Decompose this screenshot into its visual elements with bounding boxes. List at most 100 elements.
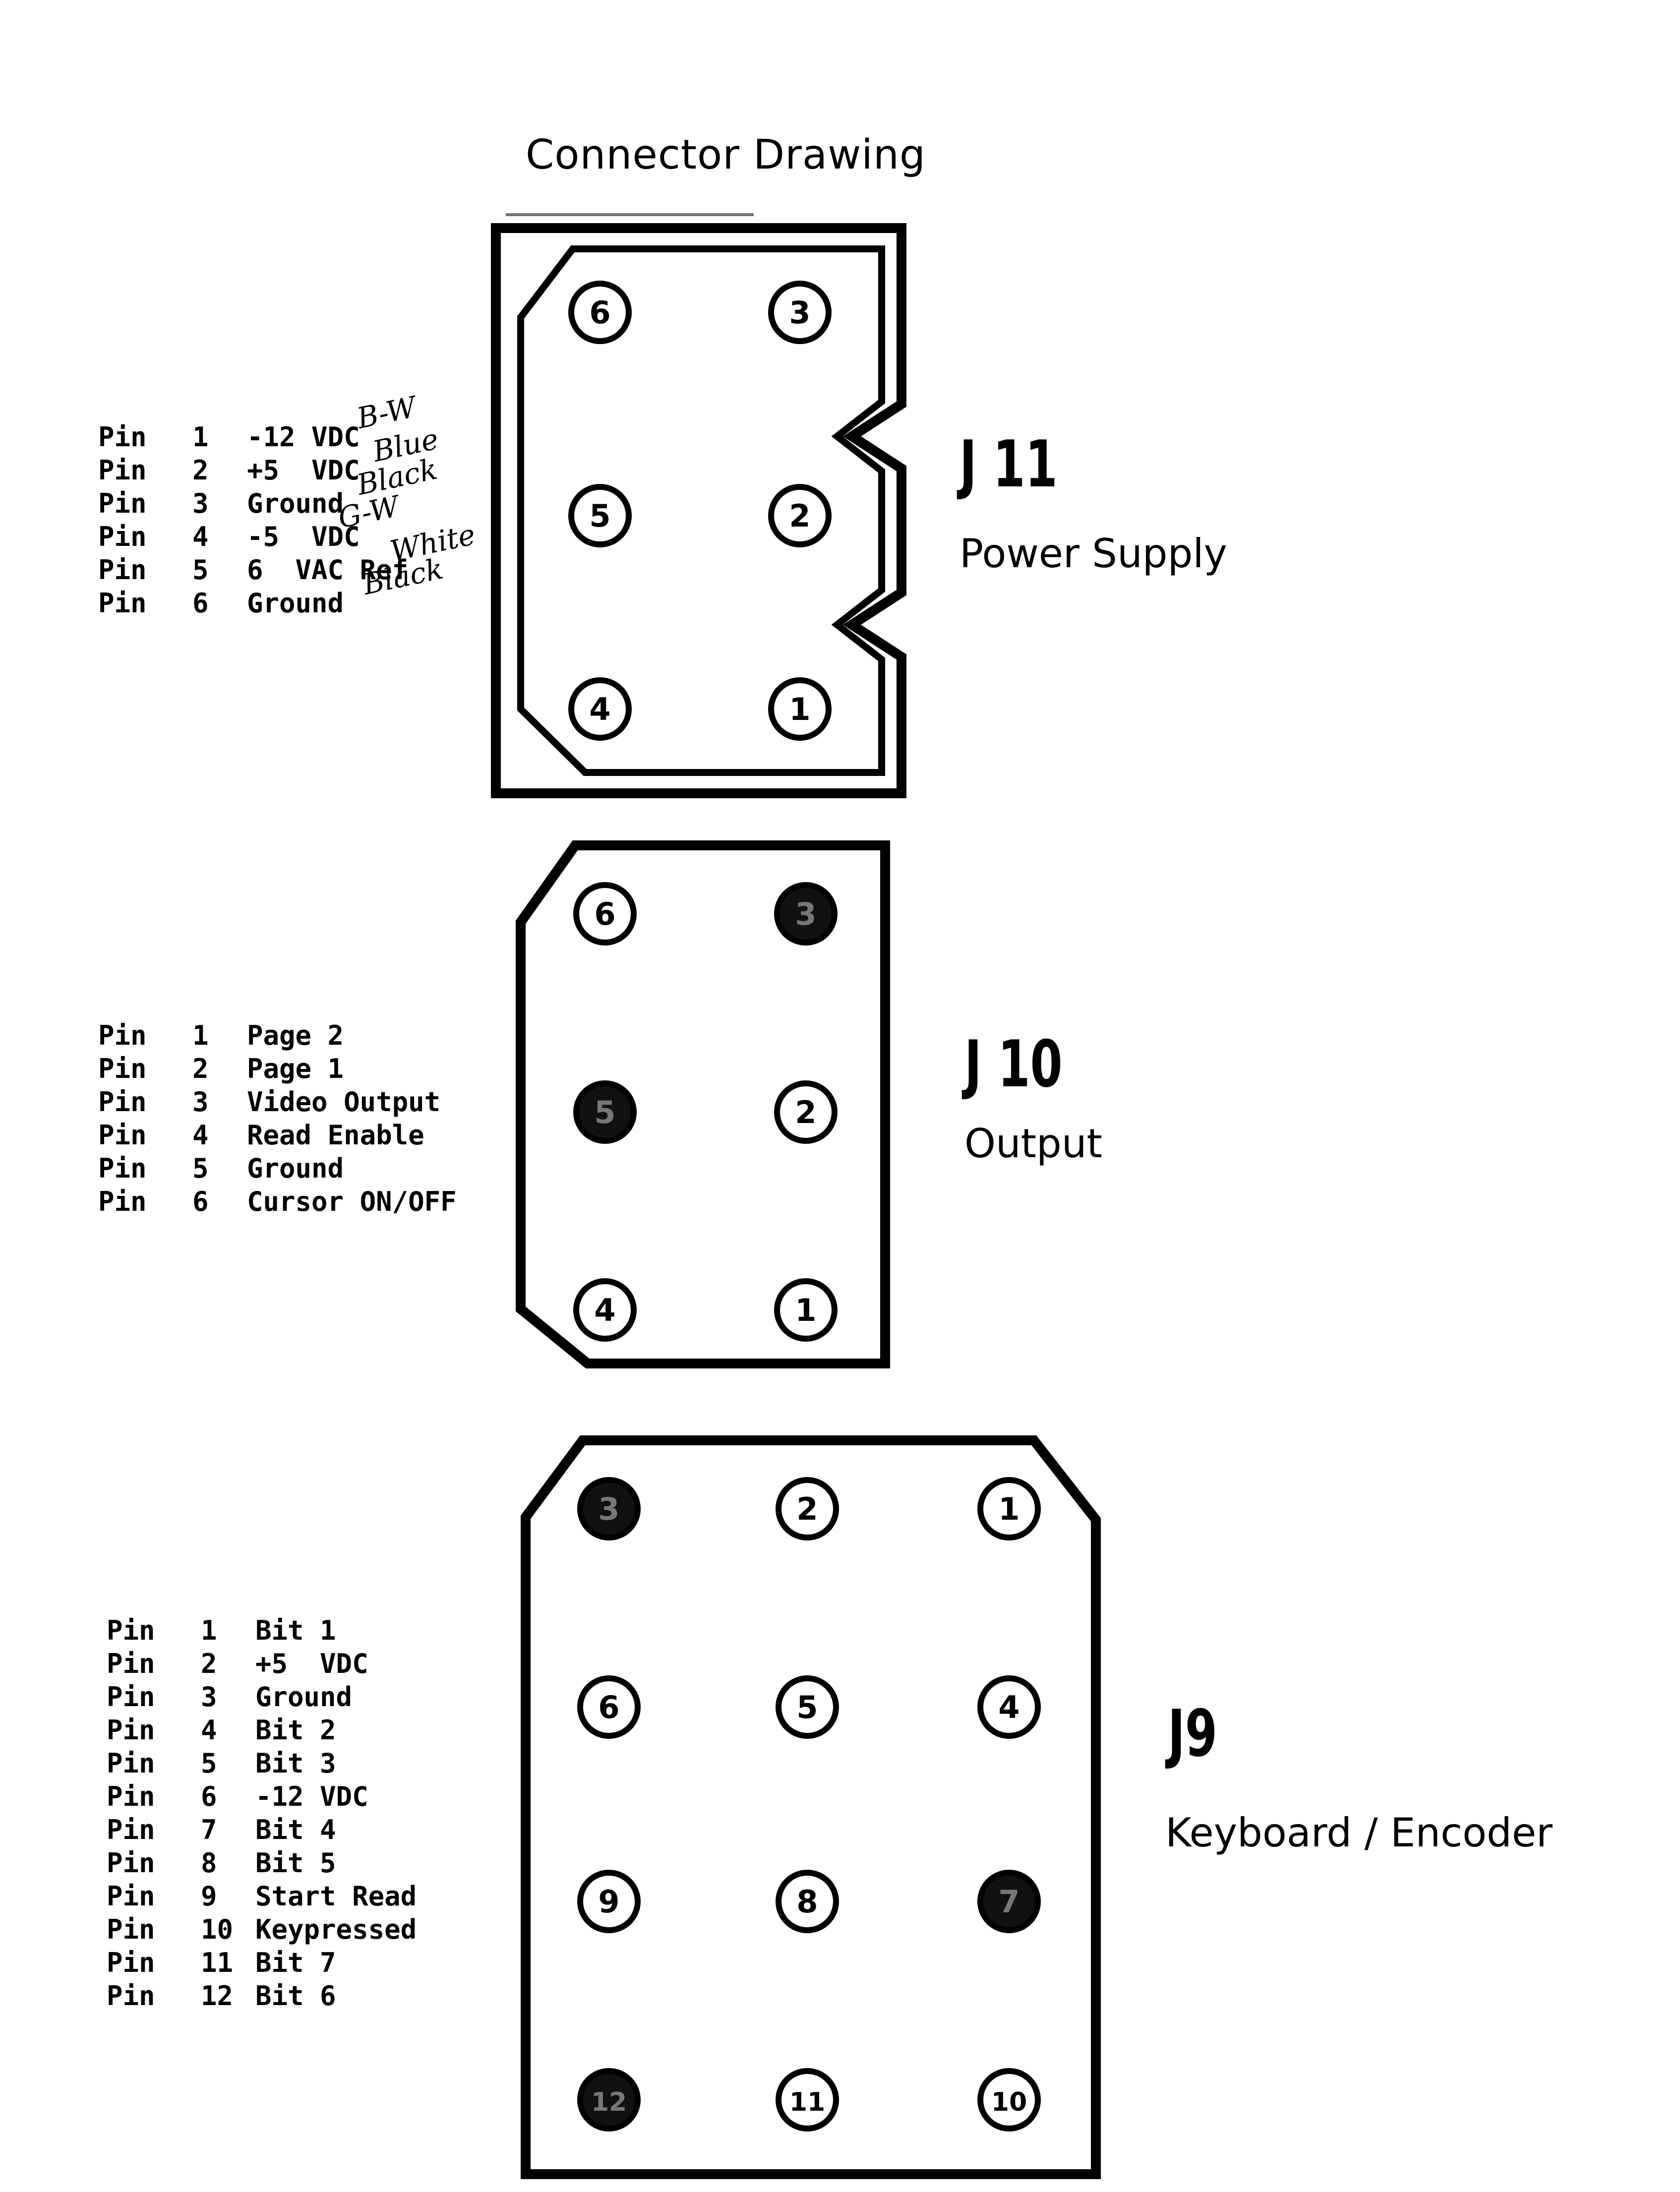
j9-pin-number-label: 11 [789, 2087, 825, 2117]
j11-outer-shell [491, 223, 906, 798]
page-title: Connector Drawing [526, 131, 926, 178]
j9-pin-circle [977, 1675, 1041, 1739]
j10-pin-circle [573, 1080, 637, 1144]
j9-pin-number-label: 8 [796, 1884, 818, 1920]
j10-connector-label: Output [964, 1121, 1102, 1167]
j9-pin-circle [776, 2068, 839, 2132]
j10-connector-name: J 10 [964, 1026, 1063, 1102]
j11-pin-number-label: 2 [789, 498, 810, 534]
pin-word: Pin [98, 488, 147, 519]
pin-word: Pin [107, 1748, 155, 1779]
pin-function: Bit 2 [255, 1715, 336, 1746]
j9-pin-circle [776, 1675, 839, 1739]
j10-pin-circle [573, 882, 637, 946]
pin-number: 5 [192, 1153, 209, 1184]
j11-pin-circle [568, 677, 632, 741]
pin-function: Page 2 [247, 1020, 344, 1051]
j10-pin-number-label: 3 [795, 896, 816, 932]
pin-word: Pin [98, 1120, 147, 1151]
pin-function: Bit 1 [255, 1615, 336, 1646]
pin-function: Video Output [247, 1086, 441, 1118]
j11-pin-number-label: 6 [589, 295, 610, 331]
pin-number: 4 [192, 1120, 209, 1151]
j11-connector-outline [491, 223, 906, 798]
pin-word: Pin [98, 1186, 147, 1217]
pin-word: Pin [98, 1053, 147, 1084]
j9-pin-number-label: 2 [796, 1491, 818, 1527]
pin-number: 2 [201, 1648, 217, 1679]
j9-connector-label: Keyboard / Encoder [1165, 1810, 1553, 1856]
pin-word: Pin [107, 1681, 155, 1713]
j11-connector-label: Power Supply [960, 531, 1227, 577]
j9-pin-number-label: 9 [598, 1884, 619, 1920]
j9-pin-number-label: 12 [591, 2087, 627, 2117]
j10-pin-number-label: 2 [795, 1094, 816, 1130]
pin-word: Pin [107, 1781, 155, 1812]
pin-number: 4 [201, 1715, 217, 1746]
pin-function: -12 VDC [247, 421, 360, 453]
j9-pin-number-label: 1 [998, 1491, 1020, 1527]
pin-number: 10 [201, 1914, 234, 1945]
pin-number: 7 [201, 1814, 217, 1845]
pin-number: 6 [201, 1781, 217, 1812]
pin-word: Pin [107, 1914, 155, 1945]
pin-word: Pin [107, 1947, 155, 1978]
j11-inner-shell [517, 245, 885, 776]
pin-word: Pin [98, 455, 147, 486]
j10-pin-circle [774, 882, 838, 946]
j11-connector-name: J 11 [960, 426, 1058, 502]
pin-function: Bit 3 [255, 1748, 336, 1779]
pin-function: Ground [247, 588, 344, 619]
title-underline [506, 213, 754, 216]
j10-pin-circle [573, 1278, 637, 1342]
j9-pin-circle [577, 1675, 641, 1739]
j11-pin-number-label: 4 [589, 691, 610, 727]
pin-function: Ground [247, 488, 344, 519]
pin-function: +5 VDC [255, 1648, 368, 1679]
j11-pin-number-label: 1 [789, 691, 810, 727]
pin-number: 6 [192, 1186, 209, 1217]
pin-word: Pin [107, 1615, 155, 1646]
j9-pin-number-label: 5 [796, 1689, 818, 1725]
pin-function: Page 1 [247, 1053, 344, 1084]
pin-number: 3 [201, 1681, 217, 1713]
pin-function: Read Enable [247, 1120, 424, 1151]
pin-number: 6 [192, 588, 209, 619]
j11-pin-circle [568, 281, 632, 344]
pin-word: Pin [98, 1020, 147, 1051]
j9-pin-number-label: 7 [998, 1884, 1020, 1920]
pin-function: Start Read [255, 1881, 417, 1912]
j9-pin-circle [776, 1870, 839, 1933]
pin-number: 11 [201, 1947, 234, 1978]
j9-pin-number-label: 10 [991, 2087, 1027, 2117]
j9-connector-outline [521, 1435, 1101, 2179]
pin-word: Pin [98, 588, 147, 619]
j11-pin-circle [768, 677, 832, 741]
j9-pin-circle [577, 1477, 641, 1540]
j10-pin-number-label: 5 [594, 1094, 615, 1130]
pin-function: -5 VDC [247, 521, 360, 552]
j11-pin-circle [768, 484, 832, 547]
pin-function: 6 VAC Ref [247, 554, 409, 586]
